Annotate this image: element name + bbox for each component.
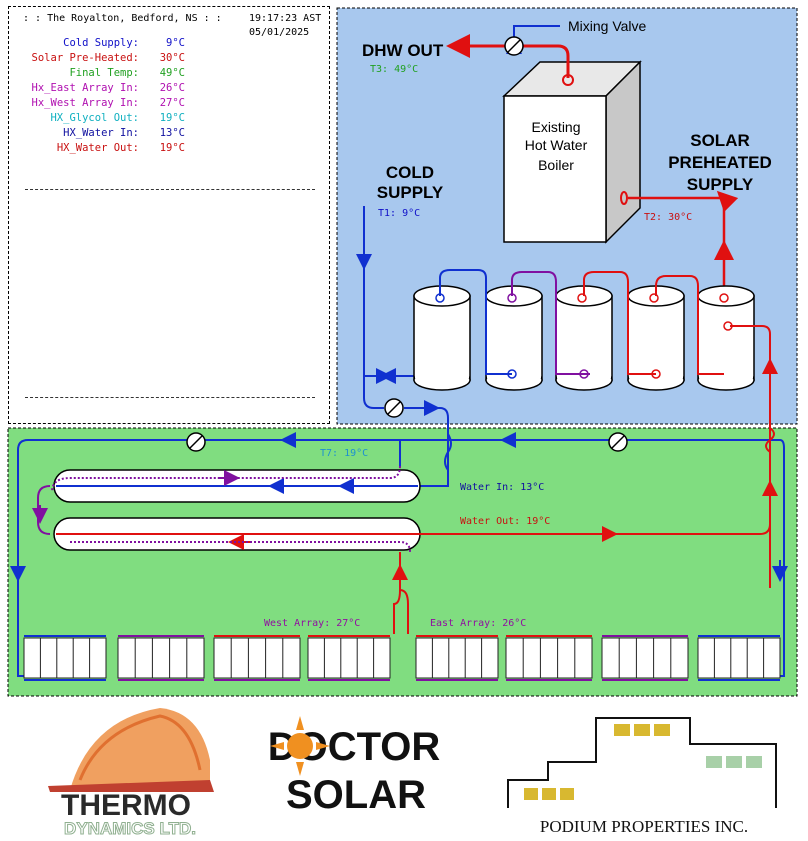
thermo-dynamics-logo: THERMO DYNAMICS LTD. <box>48 708 214 839</box>
solar-collector-array <box>415 635 499 681</box>
reading-label: Solar Pre-Heated: <box>31 52 139 64</box>
collector-arrays <box>23 635 781 681</box>
dynamics-logo-text: DYNAMICS LTD. <box>64 819 196 838</box>
solar-collector-array <box>697 635 781 681</box>
boiler-label-2: Hot Water <box>525 137 588 153</box>
solar-label-1: SOLAR <box>690 131 750 150</box>
loop-valve-right-icon <box>608 432 628 452</box>
mixing-valve-icon <box>504 36 524 56</box>
reading-value: 13°C <box>159 127 185 139</box>
solar-collector-array <box>213 635 301 681</box>
clock-date: 05/01/2025 <box>249 27 310 38</box>
boiler-label-1: Existing <box>531 119 580 135</box>
doctor-solar-logo: DOCTOR SOLAR <box>268 716 440 817</box>
reading-label: Hx_West Array In: <box>31 97 139 109</box>
solar-collector-array <box>307 635 391 681</box>
water-in-reading: Water In: 13°C <box>460 482 544 493</box>
reading-label: Hx_East Array In: <box>31 82 139 94</box>
site-title: : : The Royalton, Bedford, NS : : <box>23 13 222 24</box>
thermo-logo-text: THERMO <box>61 789 191 822</box>
solar-label-2: PREHEATED <box>668 153 772 172</box>
reading-value: 49°C <box>159 67 185 79</box>
reading-value: 26°C <box>159 82 185 94</box>
status-panel: : : The Royalton, Bedford, NS : : 19:17:… <box>8 6 330 424</box>
mixing-valve-label: Mixing Valve <box>568 18 647 34</box>
cold-valve-icon <box>384 398 404 418</box>
loop-valve-left-icon <box>186 432 206 452</box>
reading-label: Cold Supply: <box>63 37 139 49</box>
t3-reading: T3: 49°C <box>370 64 418 75</box>
solar-collector-array <box>505 635 593 681</box>
solar-collector-array <box>23 635 107 681</box>
reading-value: 19°C <box>159 142 185 154</box>
solar-collector-array <box>601 635 689 681</box>
solar-logo-text: SOLAR <box>286 773 426 817</box>
divider <box>25 189 315 190</box>
reading-label: HX_Water In: <box>63 127 139 139</box>
divider <box>25 397 315 398</box>
reading-label: HX_Glycol Out: <box>50 112 139 124</box>
podium-logo-text: PODIUM PROPERTIES INC. <box>540 817 748 836</box>
t7-reading: T7: 19°C <box>320 448 368 459</box>
water-out-reading: Water Out: 19°C <box>460 516 550 527</box>
reading-value: 30°C <box>159 52 185 64</box>
podium-properties-logo: PODIUM PROPERTIES INC. <box>507 717 777 836</box>
storage-tank <box>697 285 755 391</box>
reading-label: HX_Water Out: <box>56 142 139 154</box>
t2-reading: T2: 30°C <box>644 212 692 223</box>
reading-value: 19°C <box>159 112 185 124</box>
dhw-out-label: DHW OUT <box>362 41 444 60</box>
cold-label-2: SUPPLY <box>377 183 444 202</box>
storage-tank <box>413 285 471 391</box>
reading-label: Final Temp: <box>69 67 139 79</box>
cold-label-1: COLD <box>386 163 434 182</box>
reading-value: 27°C <box>159 97 185 109</box>
west-array-reading: West Array: 27°C <box>264 618 360 629</box>
clock-time: 19:17:23 AST <box>249 13 322 24</box>
solar-collector-array <box>117 635 205 681</box>
t1-reading: T1: 9°C <box>378 208 420 219</box>
solar-label-3: SUPPLY <box>687 175 754 194</box>
east-array-reading: East Array: 26°C <box>430 618 526 629</box>
boiler-label-3: Boiler <box>538 157 574 173</box>
sun-icon <box>270 716 330 776</box>
reading-value: 9°C <box>166 37 185 49</box>
